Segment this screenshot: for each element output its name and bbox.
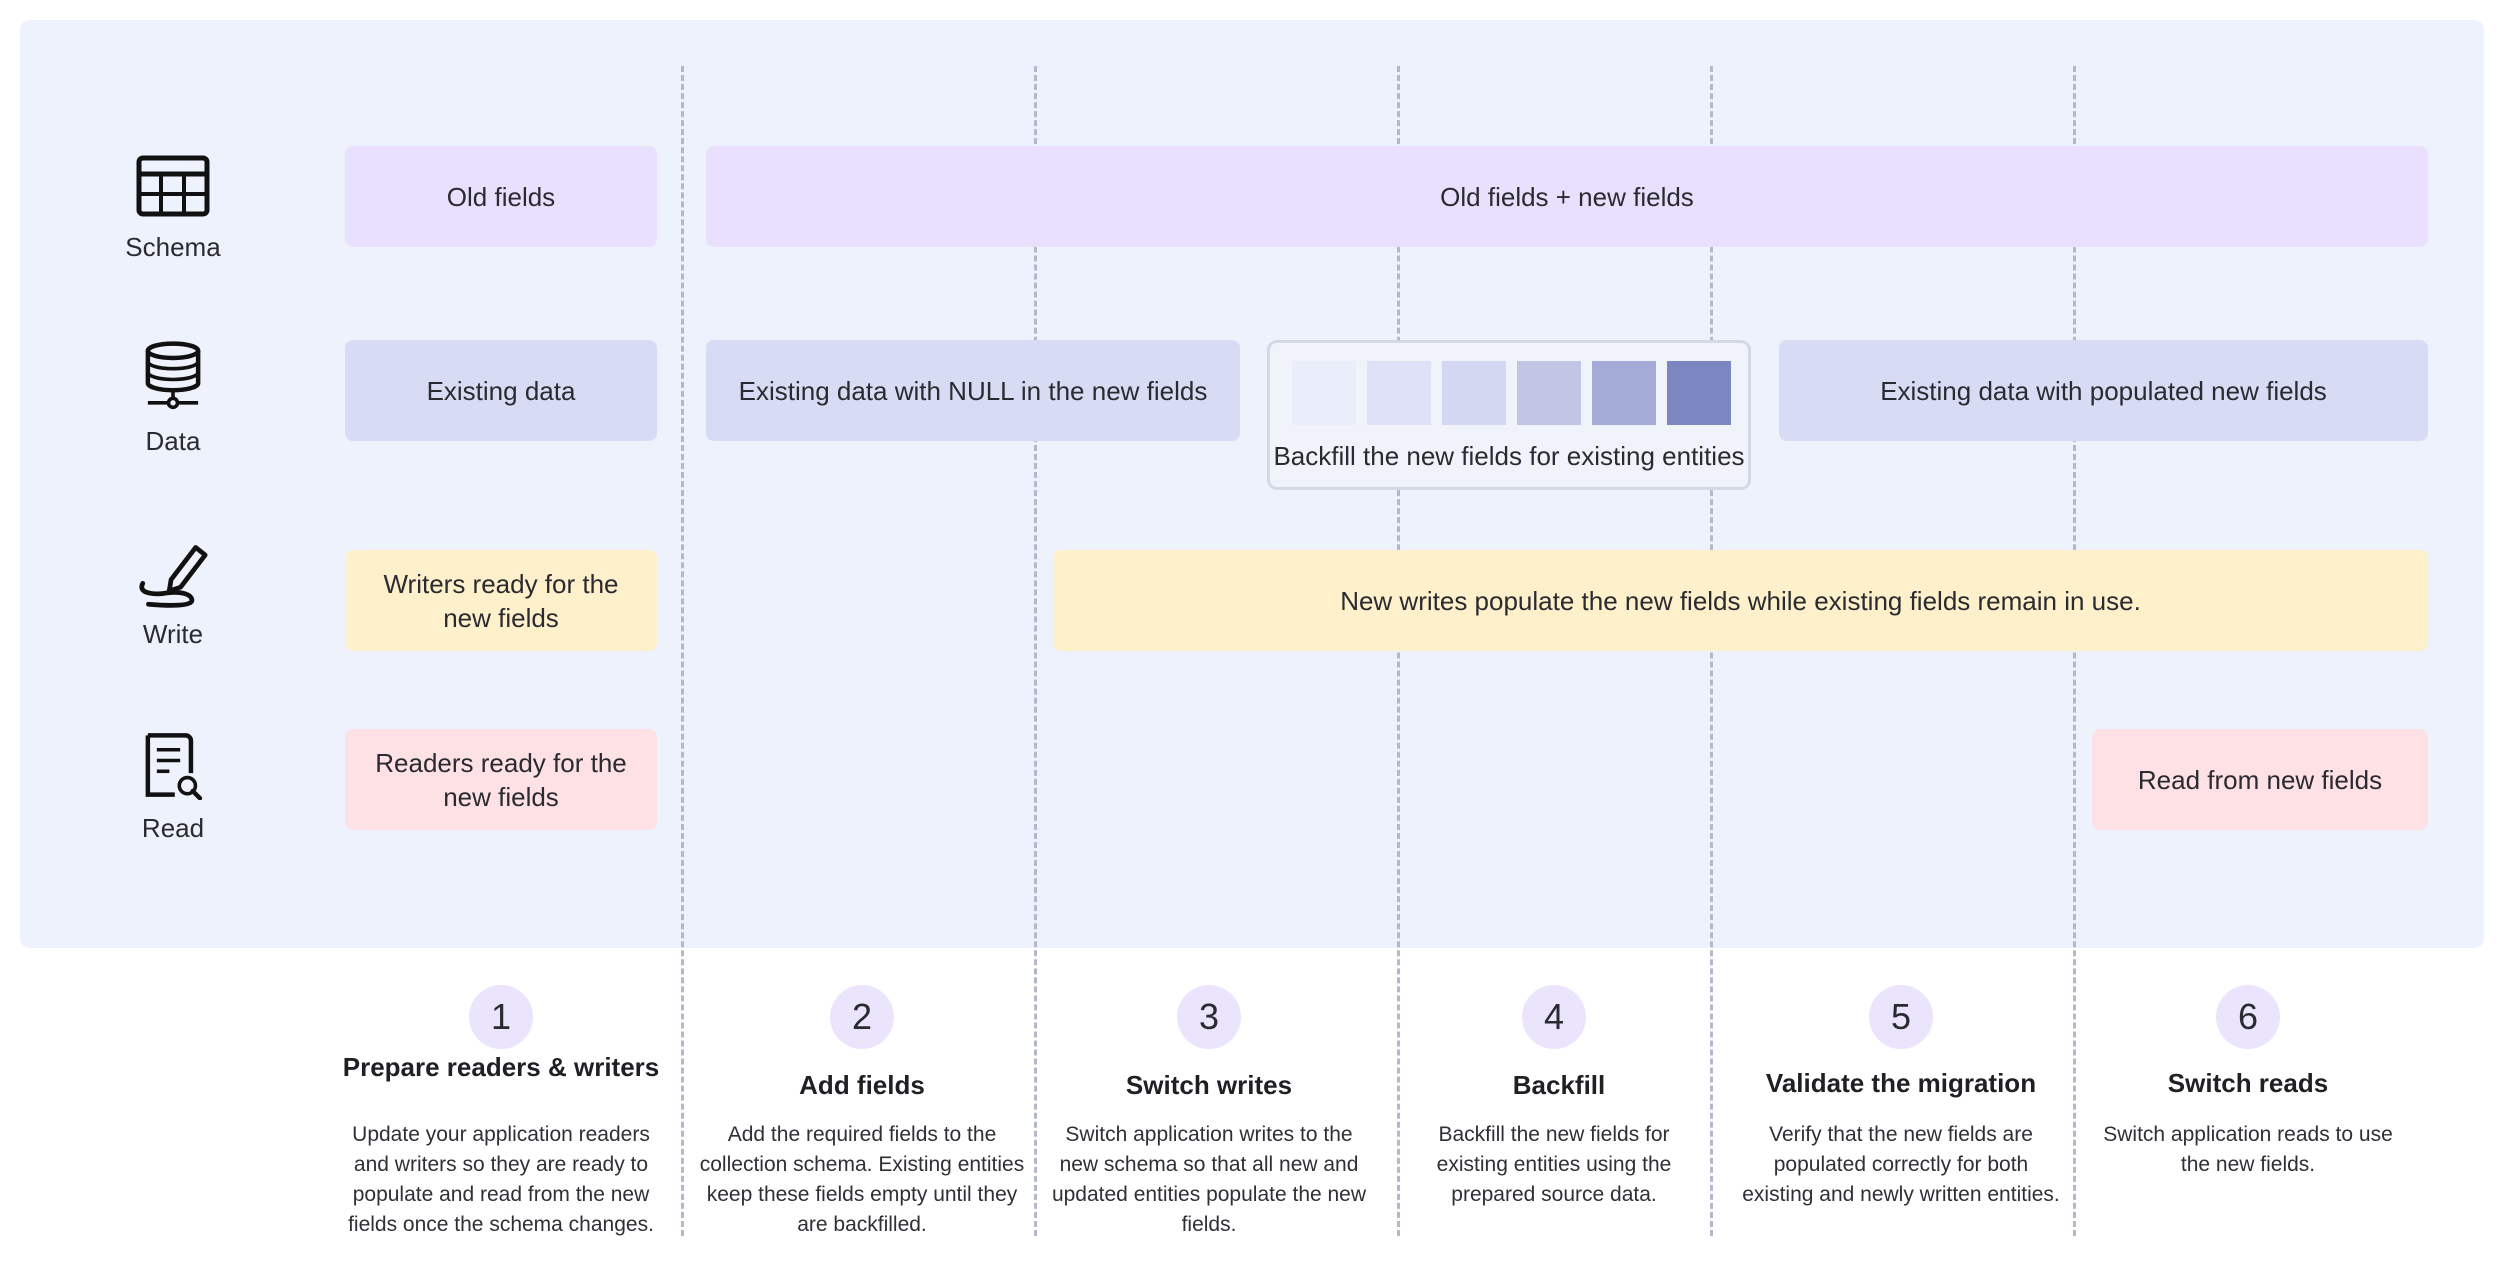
step-number: 5 — [1869, 985, 1933, 1049]
backfill-swatch — [1442, 361, 1506, 425]
step-number: 2 — [830, 985, 894, 1049]
row-label-write: Write — [142, 619, 204, 649]
step-title: Prepare readers & writers — [342, 1052, 660, 1082]
step-description: Switch application writes to the new sch… — [1051, 1123, 1367, 1236]
step-number: 1 — [469, 985, 533, 1049]
backfill-swatch — [1517, 361, 1581, 425]
read-readers-ready: Readers ready for the new fields — [345, 729, 657, 830]
step-number: 4 — [1522, 985, 1586, 1049]
data-existing-null: Existing data with NULL in the new field… — [706, 340, 1240, 441]
phase-divider — [1710, 66, 1713, 1236]
write-new-writes: New writes populate the new fields while… — [1053, 550, 2428, 651]
database-icon — [145, 341, 201, 410]
backfill-swatch — [1592, 361, 1656, 425]
backfill-swatch — [1667, 361, 1731, 425]
table-icon — [136, 155, 210, 217]
read-from-new-fields: Read from new fields — [2092, 729, 2428, 830]
step-number: 3 — [1177, 985, 1241, 1049]
write-writers-ready: Writers ready for the new fields — [345, 550, 657, 651]
schema-old-fields: Old fields — [345, 146, 657, 247]
step-description: Add the required fields to the collectio… — [699, 1123, 1025, 1236]
backfill-progress: Backfill the new fields for existing ent… — [1267, 340, 1751, 490]
step-title: Switch writes — [1125, 1070, 1293, 1100]
backfill-swatch — [1292, 361, 1356, 425]
row-label-data: Data — [145, 426, 201, 456]
step-description: Verify that the new fields are populated… — [1742, 1123, 2060, 1206]
document-search-icon — [145, 733, 203, 800]
data-populated: Existing data with populated new fields — [1779, 340, 2428, 441]
row-label-read: Read — [141, 813, 205, 843]
step-description: Switch application reads to use the new … — [2103, 1123, 2393, 1176]
data-existing: Existing data — [345, 340, 657, 441]
step-title: Add fields — [799, 1070, 925, 1100]
backfill-label: Backfill the new fields for existing ent… — [1273, 441, 1745, 471]
step-description: Backfill the new fields for existing ent… — [1436, 1123, 1672, 1206]
phase-divider — [681, 66, 684, 1236]
row-label-schema: Schema — [125, 232, 221, 262]
phase-divider — [1034, 66, 1037, 1236]
step-title: Validate the migration — [1765, 1068, 2037, 1098]
pen-icon — [139, 545, 208, 608]
step-title: Switch reads — [2167, 1068, 2329, 1098]
step-number: 6 — [2216, 985, 2280, 1049]
schema-old-plus-new-fields: Old fields + new fields — [706, 146, 2428, 247]
backfill-swatch — [1367, 361, 1431, 425]
phase-divider — [1397, 66, 1400, 1236]
step-title: Backfill — [1512, 1070, 1606, 1100]
phase-divider — [2073, 66, 2076, 1236]
step-description: Update your application readers and writ… — [348, 1123, 654, 1236]
